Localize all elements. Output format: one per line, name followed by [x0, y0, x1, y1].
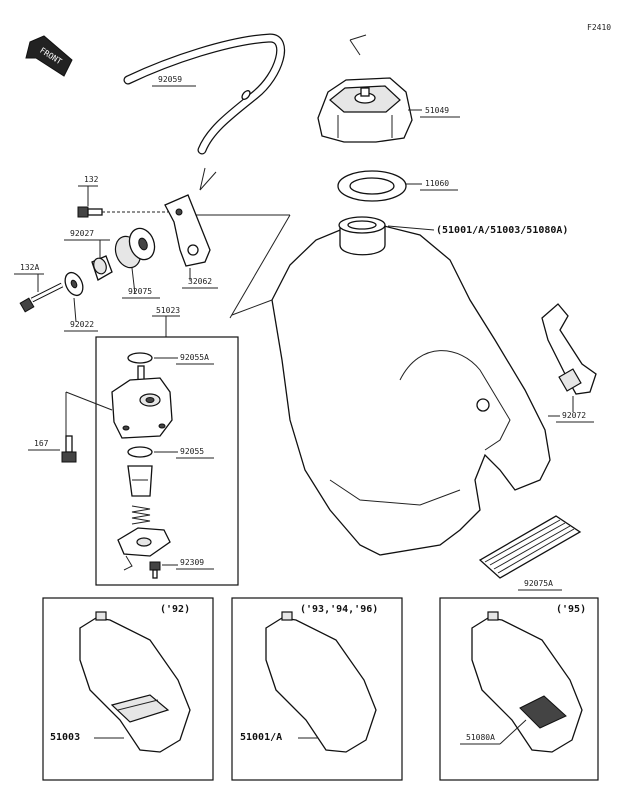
cap-label: 51049: [425, 106, 449, 115]
damper-label: 92075: [128, 287, 152, 296]
fuel-cock[interactable]: [111, 365, 173, 439]
pad-label: 92075A: [524, 579, 553, 588]
variant-2-tank[interactable]: [265, 611, 377, 753]
fuel-cap[interactable]: [317, 77, 413, 143]
fuel-filter[interactable]: [127, 465, 153, 497]
figure-code: F2410: [587, 23, 611, 32]
gasket[interactable]: [337, 170, 407, 202]
collar-label: 92027: [70, 229, 94, 238]
bolt-132[interactable]: [77, 206, 168, 218]
rubber-damper[interactable]: [111, 225, 158, 271]
collar[interactable]: [91, 255, 113, 281]
tank-label: (51001/A/51003/51080A): [436, 225, 568, 236]
oring-bottom-label: 92055: [180, 447, 204, 456]
variant-box-2: [231, 597, 403, 781]
variant-3-years: ('95): [556, 604, 586, 615]
rubber-pad[interactable]: [478, 515, 582, 579]
bolt-132-label: 132: [84, 175, 99, 184]
variant-3-tank[interactable]: [471, 611, 583, 753]
oring-top-label: 92055A: [180, 353, 209, 362]
tank-strap[interactable]: [541, 303, 597, 395]
bracket[interactable]: [164, 194, 211, 267]
cock-assy-label: 51023: [156, 306, 180, 315]
cock-assembly-frame: [95, 336, 239, 586]
strap-label: 92072: [562, 411, 586, 420]
gasket-label: 11060: [425, 179, 449, 188]
variant-box-1: [42, 597, 214, 781]
oring-top[interactable]: [127, 352, 153, 364]
fuel-hose[interactable]: [123, 33, 286, 155]
variant-1-years: ('92): [160, 604, 190, 615]
washer[interactable]: [62, 270, 87, 299]
washer-label: 92022: [70, 320, 94, 329]
variant-1-tank[interactable]: [79, 611, 191, 753]
bracket-label: 32062: [188, 277, 212, 286]
oring-bottom[interactable]: [127, 446, 153, 458]
spring[interactable]: [131, 505, 151, 525]
variant-2-years: ('93,'94,'96): [300, 604, 378, 615]
variant-3-part: 51080A: [466, 733, 495, 742]
bolt-167-label: 167: [34, 439, 49, 448]
variant-2-part: 51001/A: [240, 732, 282, 743]
screw-label: 92309: [180, 558, 204, 567]
fuel-tank[interactable]: [231, 216, 551, 556]
bolt-132a[interactable]: [19, 282, 64, 313]
bolt-132a-label: 132A: [20, 263, 39, 272]
screw[interactable]: [149, 561, 161, 579]
diaphragm-plate[interactable]: [117, 527, 171, 571]
variant-box-3: [439, 597, 599, 781]
front-arrow-icon: FRONT: [25, 35, 73, 77]
bolt-167[interactable]: [61, 435, 77, 463]
variant-1-part: 51003: [50, 732, 80, 743]
hose-label: 92059: [158, 75, 182, 84]
